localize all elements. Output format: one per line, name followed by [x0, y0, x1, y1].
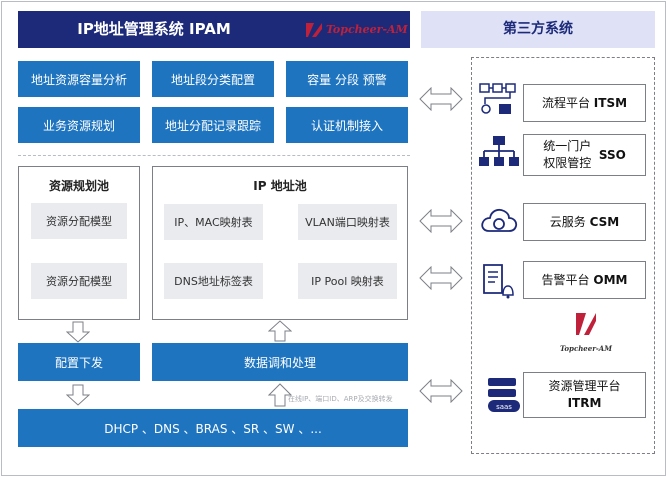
- module-business-planning: 业务资源规划: [18, 107, 140, 143]
- section-divider: [18, 155, 410, 156]
- double-arrow-icon: [419, 266, 463, 290]
- workflow-icon: [479, 83, 516, 114]
- cloud-icon: [481, 208, 518, 232]
- topcheer-logo-text: Topcheer-AM: [326, 23, 408, 36]
- up-arrow-icon: [268, 383, 292, 407]
- double-arrow-icon: [419, 209, 463, 233]
- system-omm: 告警平台 OMM: [523, 261, 646, 299]
- double-arrow-icon: [419, 379, 463, 403]
- resource-model-2: 资源分配模型: [31, 263, 127, 299]
- collect-note: 在线IP、端口ID、ARP及交换转发: [288, 395, 393, 403]
- ip-pool-title: IP 地址池: [253, 179, 307, 193]
- topcheer-logo-mark-icon: [576, 313, 596, 335]
- resource-model-1: 资源分配模型: [31, 203, 127, 239]
- ip-pool-map: IP Pool 映射表: [298, 263, 397, 299]
- resource-pool-panel: 资源规划池 资源分配模型 资源分配模型: [18, 166, 140, 320]
- module-auth-access: 认证机制接入: [286, 107, 408, 143]
- down-arrow-icon: [66, 384, 90, 406]
- system-itrm: 资源管理平台 ITRM: [523, 372, 646, 418]
- ipam-title-bar: IP地址管理系统 IPAM Topcheer-AM: [18, 11, 410, 48]
- resource-pool-title: 资源规划池: [48, 179, 109, 193]
- third-party-title: 第三方系统: [421, 11, 655, 48]
- double-arrow-icon: [419, 87, 463, 111]
- topcheer-logo-large-text: Topcheer-AM: [559, 344, 612, 353]
- svg-text:saas: saas: [496, 403, 512, 411]
- up-arrow-icon: [268, 320, 292, 342]
- module-capacity-analysis: 地址资源容量分析: [18, 61, 140, 97]
- devices-bar: DHCP 、DNS 、BRAS 、SR 、SW 、...: [18, 409, 408, 447]
- saas-server-icon: saas: [488, 378, 520, 412]
- ip-mac-map: IP、MAC映射表: [164, 204, 263, 240]
- third-party-group: [471, 57, 655, 454]
- data-reconcile-bar: 数据调和处理: [152, 343, 408, 381]
- vlan-port-map: VLAN端口映射表: [298, 204, 397, 240]
- dns-label-table: DNS地址标签表: [164, 263, 263, 299]
- ip-pool-panel: IP 地址池 IP、MAC映射表 VLAN端口映射表 DNS地址标签表 IP P…: [152, 166, 408, 320]
- org-chart-icon: [479, 136, 519, 166]
- module-capacity-warning: 容量 分段 预警: [286, 61, 408, 97]
- system-sso: 统一门户 权限管控 SSO: [523, 134, 646, 176]
- config-deploy-bar: 配置下发: [18, 343, 140, 381]
- module-segment-config: 地址段分类配置: [152, 61, 274, 97]
- topcheer-logo-mark-icon: [306, 23, 322, 37]
- alert-document-icon: [483, 264, 514, 299]
- ipam-title: IP地址管理系统 IPAM: [77, 20, 231, 38]
- module-allocation-tracking: 地址分配记录跟踪: [152, 107, 274, 143]
- system-itsm: 流程平台 ITSM: [523, 84, 646, 122]
- topcheer-logo-large: Topcheer-AM: [556, 309, 616, 355]
- topcheer-logo: Topcheer-AM: [304, 19, 408, 41]
- down-arrow-icon: [66, 321, 90, 343]
- system-csm: 云服务 CSM: [523, 203, 646, 241]
